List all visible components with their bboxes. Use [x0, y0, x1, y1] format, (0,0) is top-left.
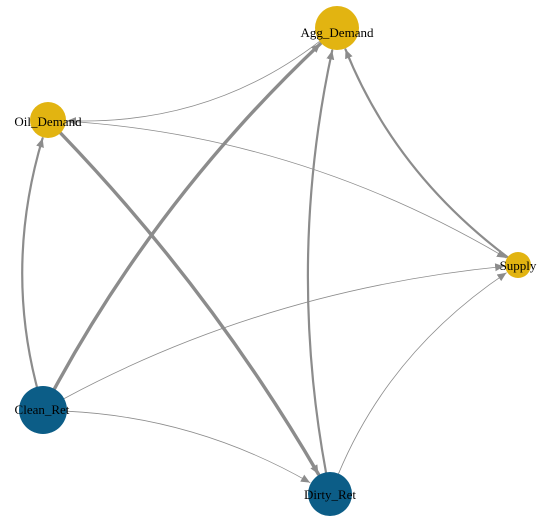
- edge-clean-to-oil: [21, 137, 44, 388]
- label-oil-demand: Oil_Demand: [14, 114, 82, 129]
- node-agg-demand[interactable]: [315, 6, 359, 50]
- node-dirty-ret[interactable]: [308, 472, 352, 516]
- edge-supply-to-agg: [344, 48, 509, 259]
- nodes-layer: [19, 6, 531, 516]
- label-dirty-ret: Dirty_Ret: [304, 487, 356, 502]
- node-oil-demand[interactable]: [30, 102, 66, 138]
- labels-layer: Agg_Demand Oil_Demand Supply Clean_Ret D…: [14, 25, 536, 502]
- node-clean-ret[interactable]: [19, 386, 67, 434]
- label-clean-ret: Clean_Ret: [15, 402, 70, 417]
- edge-agg-to-oil: [66, 41, 320, 126]
- edge-clean-to-supply: [63, 263, 505, 399]
- edge-dirty-to-agg: [306, 49, 335, 474]
- label-supply: Supply: [500, 258, 537, 273]
- edge-clean-to-dirty: [66, 410, 311, 483]
- label-agg-demand: Agg_Demand: [301, 25, 374, 40]
- edges-layer: [21, 41, 509, 483]
- edge-dirty-to-supply: [338, 272, 507, 475]
- edge-oil-to-dirty: [58, 131, 321, 476]
- edge-oil-to-supply: [65, 120, 507, 259]
- edge-clean-to-agg: [52, 42, 322, 391]
- node-supply[interactable]: [505, 252, 531, 278]
